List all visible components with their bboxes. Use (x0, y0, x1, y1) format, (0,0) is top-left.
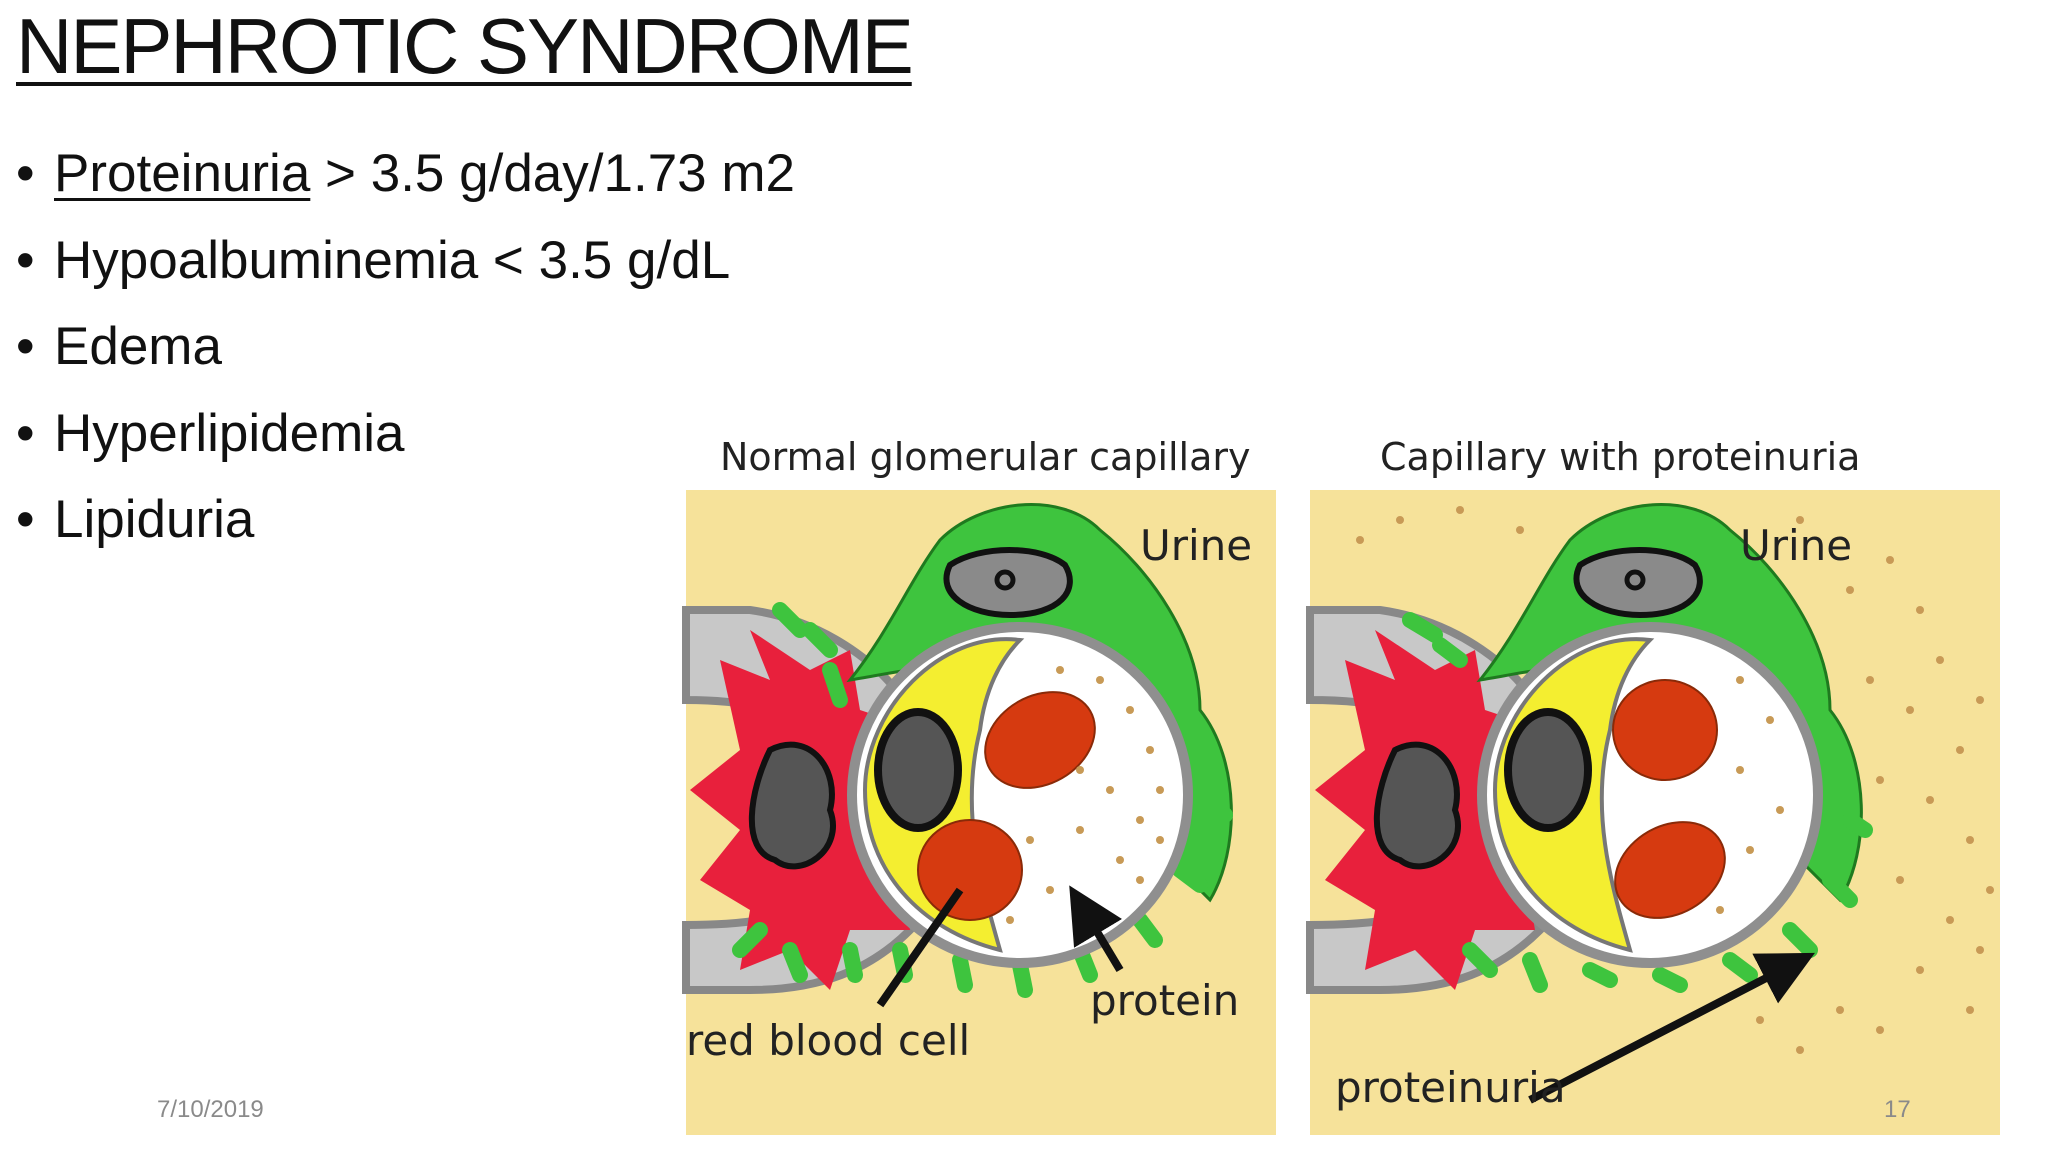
protein-dots (1356, 506, 1994, 1054)
bullet-item: • Hypoalbuminemia < 3.5 g/dL (16, 227, 795, 314)
red-blood-cell (1614, 821, 1726, 919)
left-panel-heading: Normal glomerular capillary (720, 435, 1251, 479)
slide-number: 17 (1884, 1096, 1911, 1123)
podocyte-nucleus (943, 547, 1073, 619)
bullet-text: Lipiduria (54, 490, 255, 549)
endothelial-nucleus (874, 708, 962, 832)
proteinuria-capillary-panel: Capillary with proteinuria Urine protein… (1306, 435, 2000, 1135)
bullet-glyph: • (16, 230, 35, 290)
bullet-glyph: • (16, 490, 35, 549)
bullet-list: • Proteinuria > 3.5 g/day/1.73 m2 • Hypoal… (16, 140, 795, 573)
slide-title: NEPHROTIC SYNDROME (16, 2, 914, 90)
bullet-item: • Edema (16, 313, 795, 400)
bullet-glyph: • (16, 144, 35, 203)
endothelial-nucleus (1504, 708, 1592, 832)
red-blood-cell (917, 819, 1023, 921)
rbc-arrow (876, 887, 964, 1008)
podocyte-nucleolus (1624, 569, 1646, 591)
podocyte-nucleus (1573, 547, 1703, 619)
right-panel-heading: Capillary with proteinuria (1380, 435, 1860, 479)
podocyte-nucleolus (994, 569, 1016, 591)
bullet-glyph: • (16, 317, 35, 376)
red-blood-cell-label: red blood cell (686, 1016, 970, 1065)
bullet-item: • Hyperlipidemia (16, 400, 795, 487)
bullet-glyph: • (16, 403, 35, 463)
podocyte-foot-processes (732, 602, 1233, 998)
bullet-item: • Proteinuria > 3.5 g/day/1.73 m2 (16, 140, 795, 227)
left-urine-label: Urine (1140, 521, 1252, 570)
red-blood-cell (1612, 679, 1718, 781)
protein-label: protein (1090, 976, 1239, 1025)
bullet-item: • Lipiduria (16, 486, 795, 573)
red-blood-cell (984, 691, 1096, 789)
proteinuria-link[interactable]: Proteinuria (54, 144, 311, 203)
slide-date: 7/10/2019 (157, 1096, 264, 1123)
bullet-text: Edema (54, 317, 222, 376)
glomerular-capillary-figure: Normal glomerular capillary Urine protei… (682, 435, 2000, 1135)
bullet-text: Hyperlipidemia (54, 403, 405, 463)
proteinuria-label: proteinuria (1335, 1063, 1566, 1112)
normal-capillary-panel: Normal glomerular capillary Urine protei… (682, 435, 1276, 1135)
protein-arrow (1069, 885, 1124, 973)
mesangial-nucleus (748, 741, 836, 870)
mesangial-nucleus (1373, 741, 1461, 870)
right-urine-label: Urine (1740, 521, 1852, 570)
bullet-text: Hypoalbuminemia < 3.5 g/dL (54, 230, 731, 290)
proteinuria-arrow (1528, 952, 1815, 1104)
podocyte-foot-processes (1402, 612, 1873, 993)
bullet-text: > 3.5 g/day/1.73 m2 (310, 144, 795, 203)
